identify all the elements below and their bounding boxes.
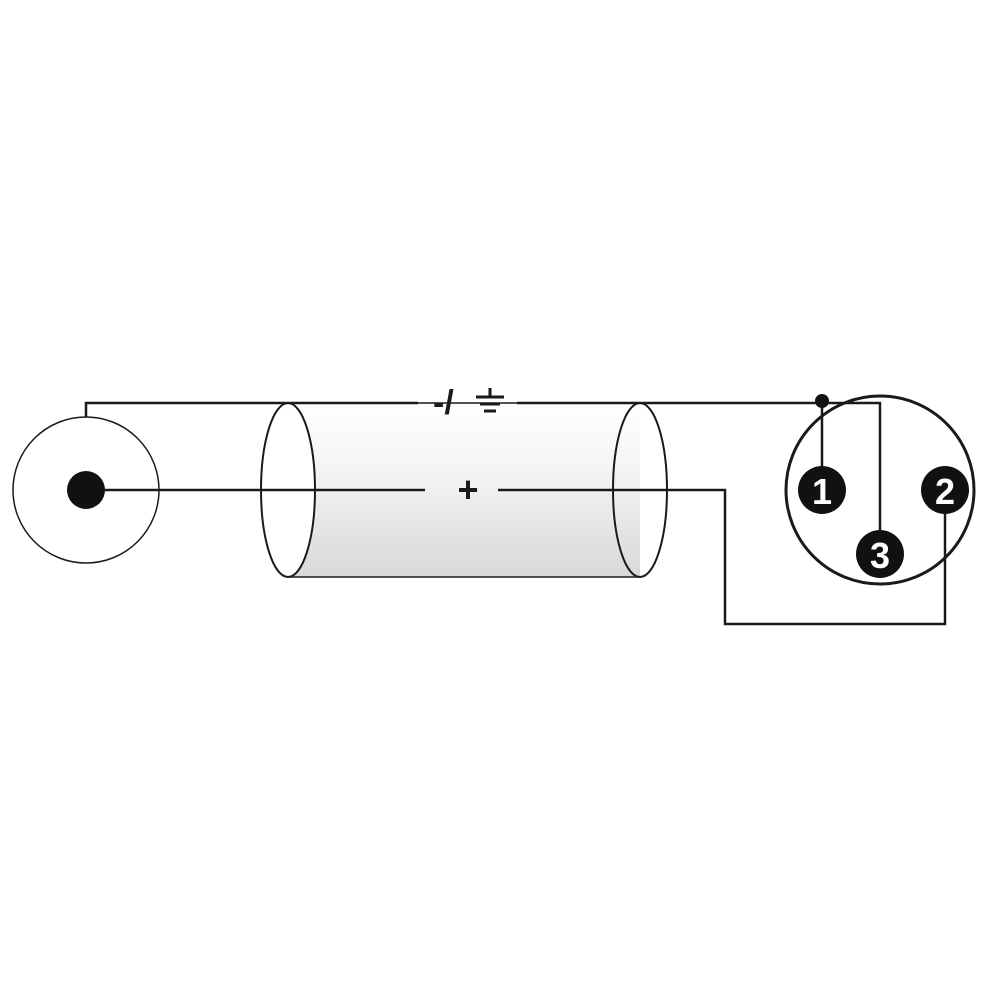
- signal-wire-label: +: [457, 469, 478, 510]
- xlr-pin-1-label: 1: [812, 471, 832, 512]
- ground-wire-label: -/: [433, 384, 504, 422]
- xlr-pin-2: 2: [921, 466, 969, 514]
- junction-dot: [815, 394, 829, 408]
- xlr-connector: 1 2 3: [784, 394, 976, 586]
- xlr-outer-ring: [784, 394, 976, 586]
- ground-icon: [476, 388, 504, 413]
- rca-center-pin: [67, 471, 105, 509]
- ground-minus-symbol: -/: [433, 384, 454, 422]
- xlr-pin-2-label: 2: [935, 471, 955, 512]
- xlr-pin-1: 1: [798, 466, 846, 514]
- xlr-pin-3: 3: [856, 530, 904, 578]
- signal-wire: [105, 488, 947, 626]
- xlr-pin-3-label: 3: [870, 535, 890, 576]
